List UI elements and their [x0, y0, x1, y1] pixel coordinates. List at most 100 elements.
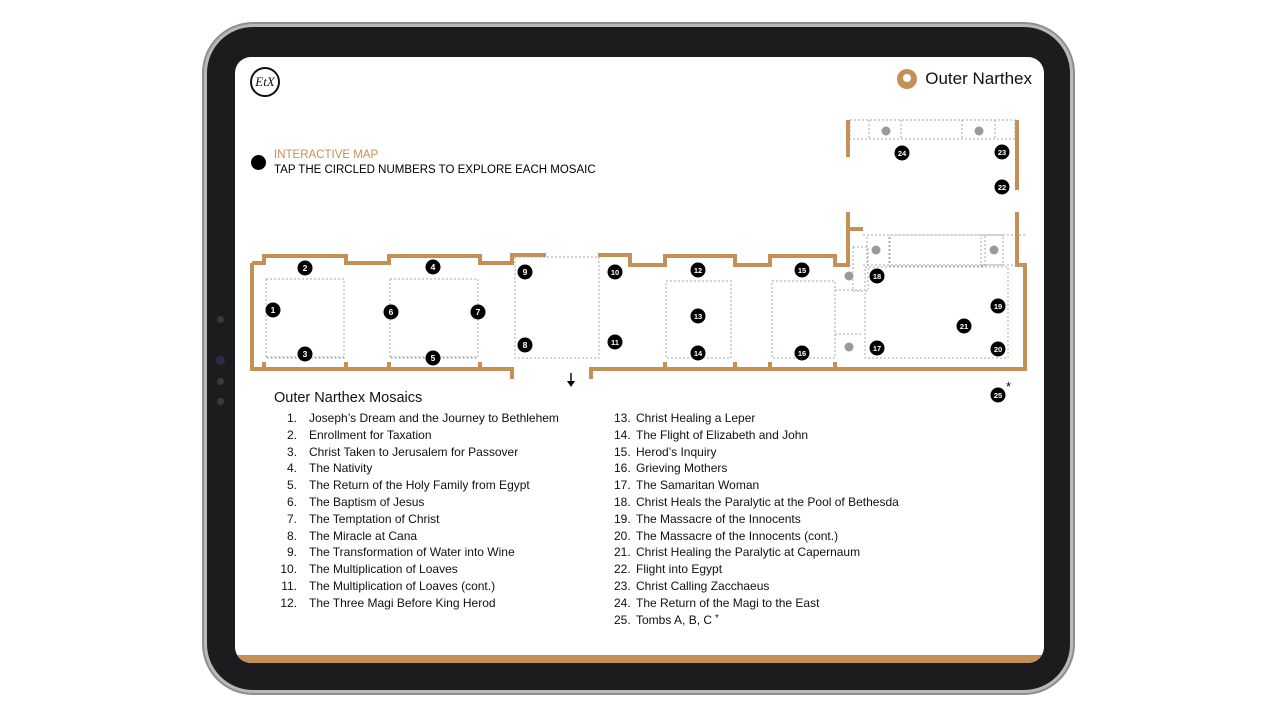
app-screen: EtX Outer Narthex INTERACTIVE MAP TAP TH…	[235, 57, 1044, 663]
mosaic-marker-22[interactable]: 22	[994, 179, 1010, 195]
mosaic-number: 10.	[280, 562, 297, 577]
mosaic-marker-14[interactable]: 14	[690, 345, 706, 361]
mosaic-list-item[interactable]: 20.The Massacre of the Innocents (cont.)	[614, 529, 899, 546]
mosaic-list-item[interactable]: 8. The Miracle at Cana	[275, 529, 559, 546]
mosaic-marker-17[interactable]: 17	[869, 340, 885, 356]
mosaic-number: 12.	[280, 595, 297, 610]
mosaic-list-item[interactable]: 7.The Temptation of Christ	[275, 512, 559, 529]
location-header: Outer Narthex	[897, 69, 1032, 89]
mosaic-title: Christ Healing a Leper	[636, 411, 756, 425]
mosaic-marker-5[interactable]: 5	[425, 350, 441, 366]
dome-icon	[844, 271, 854, 281]
mosaic-list-item[interactable]: 14.The Flight of Elizabeth and John	[614, 428, 899, 445]
mosaic-marker-18[interactable]: 18	[869, 268, 885, 284]
mosaic-marker-11[interactable]: 11	[607, 334, 623, 350]
mosaic-title: The Multiplication of Loaves (cont.)	[309, 578, 496, 593]
mosaic-number: 9.	[286, 545, 297, 560]
marker-label: 23	[998, 148, 1006, 157]
mosaic-title: The Return of the Magi to the East	[636, 595, 820, 610]
mosaic-list-column-1: 1.Joseph’s Dream and the Journey to Beth…	[275, 411, 559, 613]
mosaic-marker-13[interactable]: 13	[690, 308, 706, 324]
mosaic-title: Tombs A, B, C	[636, 612, 713, 627]
marker-label: 19	[994, 302, 1002, 311]
mosaic-marker-24[interactable]: 24	[894, 145, 910, 161]
mosaic-marker-1[interactable]: 1	[265, 302, 281, 318]
side-button	[217, 316, 224, 323]
mosaic-title: The Miracle at Cana	[309, 528, 418, 543]
mosaic-number: 5.	[286, 478, 297, 493]
marker-label: 2	[303, 263, 308, 273]
mosaic-marker-3[interactable]: 3	[297, 346, 313, 362]
entrance-arrow-icon	[567, 373, 575, 387]
mosaic-marker-6[interactable]: 6	[383, 304, 399, 320]
mosaic-list-item[interactable]: 5.The Return of the Holy Family from Egy…	[275, 478, 559, 495]
mosaic-list-item[interactable]: 11.The Multiplication of Loaves (cont.)	[275, 579, 559, 596]
mosaic-marker-4[interactable]: 4	[425, 259, 441, 275]
mosaic-marker-9[interactable]: 9	[517, 264, 533, 280]
mosaic-list-item[interactable]: 10.The Multiplication of Loaves	[275, 562, 559, 579]
marker-label: 17	[873, 344, 881, 353]
mosaic-list-item[interactable]: 6.The Baptism of Jesus	[275, 495, 559, 512]
mosaic-number: 22.	[614, 562, 631, 577]
mosaic-title: The Samaritan Woman	[636, 478, 760, 493]
mosaic-marker-15[interactable]: 15	[794, 262, 810, 278]
marker-25-footnote: *	[1006, 379, 1011, 394]
mosaic-list-item[interactable]: 19. The Massacre of the Innocents	[614, 512, 899, 529]
map-inner-lines	[265, 119, 1025, 359]
mosaic-marker-2[interactable]: 2	[297, 260, 313, 276]
mosaic-list-item[interactable]: 9.The Transformation of Water into Wine	[275, 545, 559, 562]
mosaic-number: 19.	[614, 511, 631, 526]
mosaic-title: The Massacre of the Innocents	[636, 511, 801, 526]
mosaic-title: Christ Healing the Paralytic at Capernau…	[636, 545, 861, 560]
mosaic-number: 2.	[286, 427, 297, 442]
marker-label: 1	[271, 305, 276, 315]
mosaic-number: 8.	[286, 528, 297, 543]
mosaic-marker-19[interactable]: 19	[990, 298, 1006, 314]
mosaic-marker-21[interactable]: 21	[956, 318, 972, 334]
mosaic-marker-16[interactable]: 16	[794, 345, 810, 361]
mosaic-list-item[interactable]: 15.Herod’s Inquiry	[614, 445, 899, 462]
marker-label: 5	[431, 353, 436, 363]
mosaic-list-item[interactable]: 21. Christ Healing the Paralytic at Caper…	[614, 545, 899, 562]
marker-label: 12	[694, 266, 702, 275]
mosaic-marker-10[interactable]: 10	[607, 264, 623, 280]
mosaic-marker-12[interactable]: 12	[690, 262, 706, 278]
mosaic-list-item[interactable]: 25.Tombs A, B, C*	[614, 613, 899, 630]
marker-label: 14	[694, 349, 703, 358]
mosaic-number: 18.	[614, 494, 631, 509]
mosaic-marker-25[interactable]: 25	[990, 387, 1006, 403]
mosaic-list-item[interactable]: 2.Enrollment for Taxation	[275, 428, 559, 445]
mosaic-list-item[interactable]: 22.Flight into Egypt	[614, 562, 899, 579]
mosaic-list-item[interactable]: 23.Christ Calling Zacchaeus	[614, 579, 899, 596]
side-button	[217, 398, 224, 405]
marker-label: 21	[960, 322, 968, 331]
mosaic-list-item[interactable]: 1.Joseph’s Dream and the Journey to Beth…	[275, 411, 559, 428]
mosaic-marker-20[interactable]: 20	[990, 341, 1006, 357]
mosaic-list-item[interactable]: 16.Grieving Mothers	[614, 461, 899, 478]
mosaic-list-item[interactable]: 4.The Nativity	[275, 461, 559, 478]
app-logo[interactable]: EtX	[250, 67, 280, 97]
mosaic-list-item[interactable]: 12. The Three Magi Before King Herod	[275, 596, 559, 613]
mosaic-number: 7.	[286, 511, 297, 526]
mosaic-title: The Three Magi Before King Herod	[309, 595, 496, 610]
legend-marker-icon	[251, 155, 266, 170]
mosaic-number: 21.	[614, 545, 631, 560]
marker-label: 10	[611, 268, 619, 277]
mosaic-list-item[interactable]: 13.Christ Healing a Leper	[614, 411, 899, 428]
mosaic-list-item[interactable]: 24.The Return of the Magi to the East	[614, 596, 899, 613]
mosaic-title: Christ Calling Zacchaeus	[636, 578, 770, 593]
mosaic-marker-23[interactable]: 23	[994, 144, 1010, 160]
mosaic-list-item[interactable]: 3.Christ Taken to Jerusalem for Passover	[275, 445, 559, 462]
mosaic-title: The Flight of Elizabeth and John	[636, 427, 809, 442]
map-domes	[844, 126, 999, 352]
marker-label: 25	[994, 391, 1002, 400]
mosaic-number: 17.	[614, 478, 631, 493]
mosaic-marker-8[interactable]: 8	[517, 337, 533, 353]
mosaic-list-item[interactable]: 17. The Samaritan Woman	[614, 478, 899, 495]
mosaic-list-item[interactable]: 18.Christ Heals the Paralytic at the Poo…	[614, 495, 899, 512]
mosaic-marker-7[interactable]: 7	[470, 304, 486, 320]
camera-lens	[216, 356, 225, 365]
footnote-mark: *	[715, 612, 719, 624]
